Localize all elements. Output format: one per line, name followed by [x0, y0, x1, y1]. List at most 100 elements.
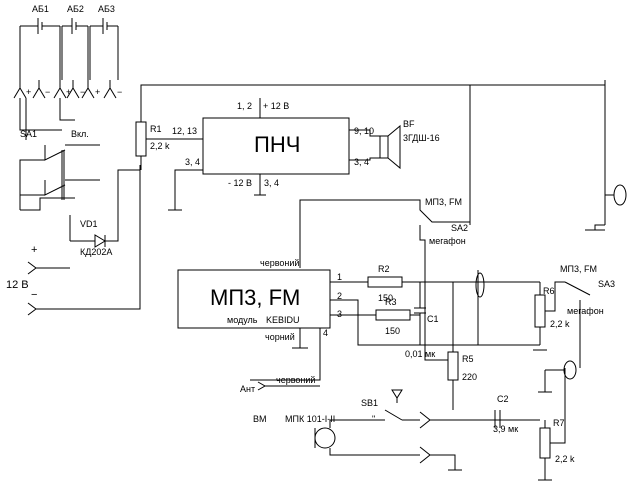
- r1-body: [135, 121, 147, 157]
- battery-leads: [19, 25, 119, 80]
- antenna-label: Ант: [240, 384, 255, 394]
- sa1-label: Вкл.: [71, 129, 89, 139]
- sa3-pos-a: МП3, FM: [560, 264, 597, 274]
- potentiometer-r7: R7 2,2 k: [538, 368, 575, 481]
- polarity-minus: −: [45, 87, 50, 97]
- button-icon: [330, 389, 420, 421]
- battery-ab1-symbol: [37, 18, 43, 34]
- amp-pins-bottom: 3, 4: [264, 178, 279, 188]
- module-mp3-fm: МП3, FM модуль KEBIDU червоний чорний 1 …: [177, 258, 540, 381]
- plug-icon: [32, 80, 46, 99]
- input-plug-minus-icon: [27, 165, 141, 316]
- r1-value: 2,2 k: [150, 141, 170, 151]
- plug-icon: [66, 80, 80, 99]
- capacitor-c2: C2 3,9 мк: [493, 394, 518, 434]
- bf-part: 3ГДШ-16: [403, 133, 440, 143]
- r6-value: 2,2 k: [550, 319, 570, 329]
- diode-icon: [94, 234, 106, 248]
- amp-pins-gnd-left: 3, 4: [185, 157, 200, 167]
- shielded-cable: [470, 80, 627, 393]
- r2-ref: R2: [378, 264, 390, 274]
- microphone-bm: ВМ МПК 101-І-ІІ: [253, 414, 462, 471]
- r5-ref: R5: [462, 354, 474, 364]
- diode-leads: [70, 169, 140, 242]
- r5-value: 220: [462, 372, 477, 382]
- microphone-icon: [314, 427, 336, 449]
- module-pin-2: 2: [337, 291, 342, 301]
- input-plus: +: [31, 244, 37, 256]
- switch-sa2: МП3, FM SA2 мегафон: [299, 197, 470, 361]
- r1-ref: R1: [150, 124, 162, 134]
- module-title: МП3, FM: [210, 285, 300, 310]
- amp-pins-out: 9, 10: [354, 126, 374, 136]
- potentiometer-r1: R1 2,2 k: [135, 84, 471, 225]
- sa2-contacts: [299, 199, 470, 361]
- supply-input: + 12 В −: [6, 165, 141, 316]
- switch-sa3: МП3, FM SA3 мегафон: [560, 264, 615, 368]
- battery-ab2-symbol: [71, 18, 77, 34]
- resistor-r3: R3 150: [375, 297, 420, 336]
- r7-value: 2,2 k: [555, 454, 575, 464]
- amp-title: ПНЧ: [254, 132, 300, 157]
- battery-label-ab1: АБ1: [32, 4, 49, 14]
- battery-pack: АБ1 АБ2 АБ3 + − + − + −: [13, 4, 122, 140]
- module-wire-red: червоний: [260, 258, 299, 268]
- antenna: Ант червоний: [240, 375, 320, 394]
- r7-ref: R7: [553, 418, 565, 428]
- battery-to-switch-wires: [19, 98, 75, 140]
- switch-sa1: SA1 Вкл.: [19, 129, 100, 211]
- sa1-lower-wire: [20, 197, 75, 211]
- sb1-ref: SB1: [361, 398, 378, 408]
- plug-icon: [53, 80, 67, 99]
- plug-icon: [103, 80, 117, 99]
- amp-plus-supply: + 12 В: [263, 101, 289, 111]
- resistor-r5: R5 220: [447, 282, 477, 410]
- sa2-ref: SA2: [451, 223, 468, 233]
- sa3-pos-b: мегафон: [567, 306, 604, 316]
- r3-value: 150: [385, 326, 400, 336]
- battery-label-ab3: АБ3: [98, 4, 115, 14]
- c1-ref: C1: [427, 314, 439, 324]
- speaker-bf: BF 3ГДШ-16: [349, 119, 440, 170]
- mic-part: МПК 101-І-ІІ: [285, 414, 335, 424]
- module-sub-a: модуль: [227, 315, 258, 325]
- r6-body: [534, 294, 546, 328]
- capacitor-icon: [494, 410, 501, 428]
- module-sub-b: KEBIDU: [266, 315, 300, 325]
- module-pin-1: 1: [337, 272, 342, 282]
- amp-minus-supply: - 12 В: [228, 178, 252, 188]
- amp-body: [202, 117, 350, 175]
- mic-ref: ВМ: [253, 414, 267, 424]
- vd1-part: КД202А: [80, 247, 112, 257]
- jack-icon: [419, 411, 540, 429]
- battery-ab3-symbol: [102, 18, 108, 34]
- r6-ref: R6: [543, 286, 555, 296]
- battery-label-ab2: АБ2: [67, 4, 84, 14]
- sa2-pos-b: мегафон: [429, 236, 466, 246]
- plug-icon: [81, 80, 95, 99]
- polarity-plus: +: [95, 87, 100, 97]
- antenna-wire: червоний: [276, 375, 315, 385]
- r1-wires: [140, 84, 471, 225]
- module-wires: [250, 281, 540, 381]
- module-wire-black: чорний: [265, 332, 295, 342]
- sb1-mark: ": [372, 414, 375, 424]
- c1-value: 0,01 мк: [405, 349, 435, 359]
- amplifier-pnch: ПНЧ 1, 2 + 12 В 12, 13 3, 4 9, 10 3, 4 -…: [168, 98, 374, 211]
- sa1-contacts: [19, 144, 100, 210]
- shield-icon: [613, 184, 627, 206]
- r2-body: [367, 276, 403, 288]
- r3-ref: R3: [385, 297, 397, 307]
- amp-wires: [168, 98, 261, 211]
- sa1-ref: SA1: [20, 129, 37, 139]
- module-pin-4: 4: [323, 328, 328, 338]
- module-pin-3: 3: [337, 309, 342, 319]
- capacitor-icon: [414, 282, 426, 345]
- potentiometer-r6: R6 2,2 k: [533, 281, 570, 351]
- speaker-icon: [379, 135, 389, 159]
- r5-body: [447, 351, 459, 381]
- antenna-plug-icon: [257, 381, 320, 391]
- module-body: [177, 269, 331, 329]
- c2-ref: C2: [497, 394, 509, 404]
